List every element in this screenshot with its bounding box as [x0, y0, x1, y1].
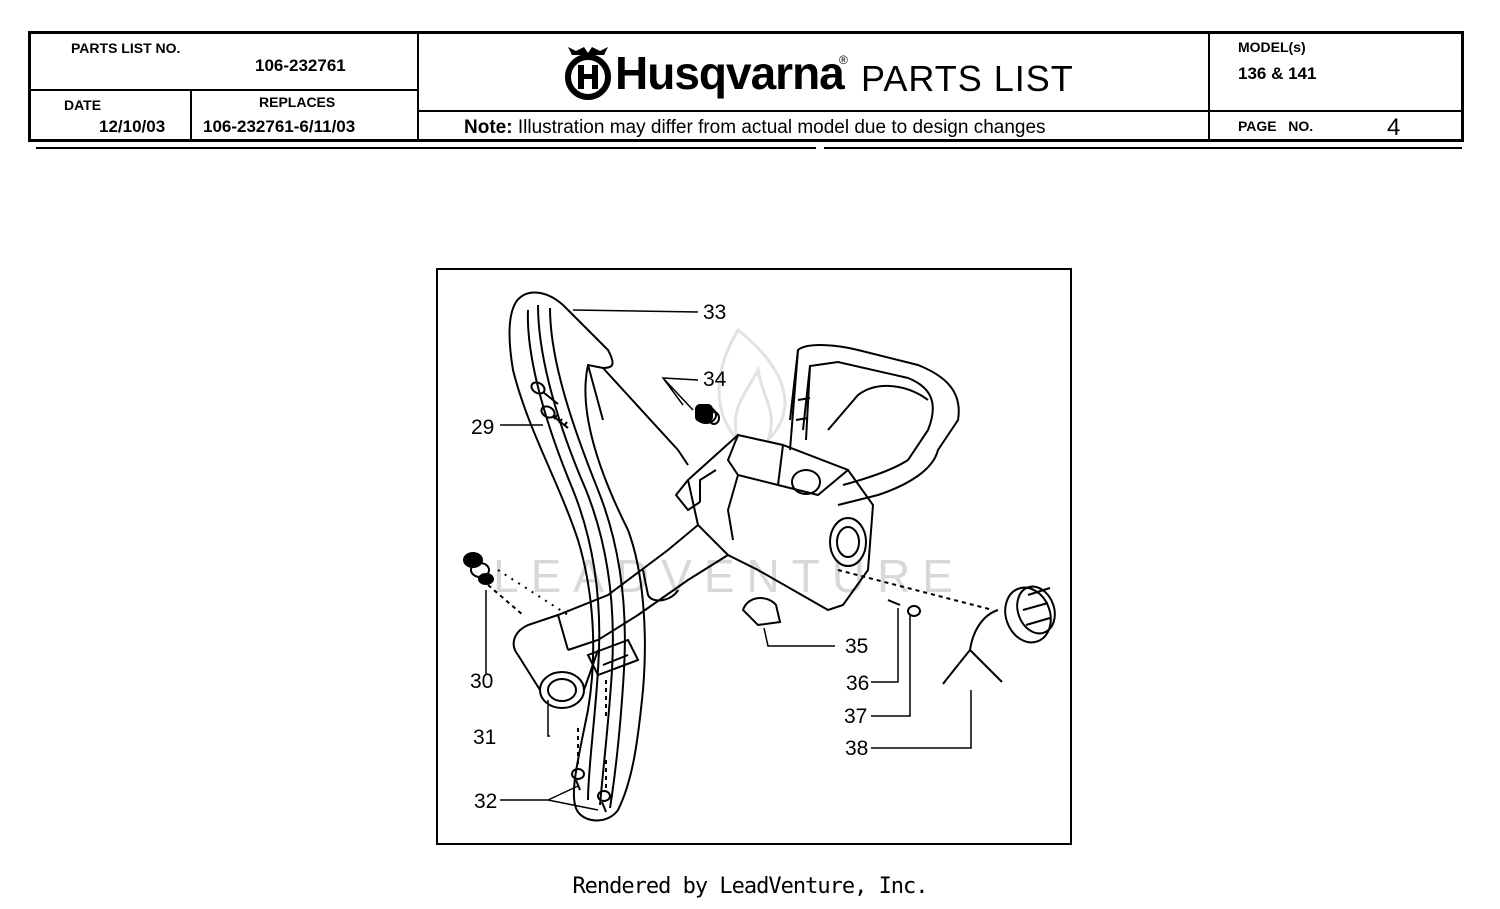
tank-housing-icon: [674, 433, 875, 612]
replaces-label: REPLACES: [259, 94, 336, 110]
watermark-text: LEADVENTURE: [493, 550, 965, 602]
parts-list-header: PARTS LIST NO. 106-232761 DATE 12/10/03 …: [28, 31, 1464, 142]
callout-29: 29: [471, 416, 494, 439]
rear-handle-icon: [789, 344, 960, 506]
buffer-30-icon: [463, 552, 524, 616]
parts-list-no-label: PARTS LIST NO.: [71, 40, 181, 56]
callout-30: 30: [470, 670, 493, 693]
date-label: DATE: [64, 97, 102, 113]
husqvarna-logo-icon: [565, 47, 611, 100]
header-underline: [36, 147, 1462, 149]
buffer-34-icon: [695, 404, 720, 425]
models-label: MODEL(s): [1238, 39, 1306, 55]
header-divider: [417, 34, 419, 139]
header-underline-gap: [816, 146, 824, 150]
callout-37: 37: [844, 705, 867, 728]
buffer-35-icon: [741, 597, 782, 627]
date-value: 12/10/03: [99, 117, 166, 136]
document-title: PARTS LIST: [861, 58, 1074, 99]
screw-32-icon: [497, 569, 611, 813]
replaces-value: 106-232761-6/11/03: [203, 117, 356, 136]
callout-36: 36: [846, 672, 869, 695]
callout-38: 38: [845, 737, 868, 760]
screw-36-37-icon: [887, 599, 921, 617]
diagram-drawing: LEADVENTURE: [463, 291, 1056, 822]
registered-mark: ®: [839, 53, 848, 67]
header-divider: [417, 110, 1461, 112]
fuel-cap-38-icon: [837, 569, 1056, 685]
note-text: Illustration may differ from actual mode…: [512, 117, 1046, 138]
callout-35: 35: [845, 635, 868, 658]
page-no-value: 4: [1387, 114, 1401, 141]
brand-name: Husqvarna: [615, 47, 845, 99]
callout-33: 33: [703, 301, 726, 324]
header-divider: [31, 89, 417, 91]
design-note: Note: Illustration may differ from actua…: [464, 117, 1046, 139]
callout-32: 32: [474, 790, 497, 813]
page-no-label: PAGE NO.: [1238, 118, 1314, 134]
callout-31: 31: [473, 726, 496, 749]
watermark-flame-icon: [717, 327, 787, 442]
screw-29-icon: [530, 381, 569, 429]
parts-diagram: LEADVENTURE: [436, 268, 1072, 845]
front-handle-bar-icon: [508, 291, 689, 822]
render-credit: Rendered by LeadVenture, Inc.: [572, 874, 928, 899]
header-divider: [1208, 34, 1210, 139]
callout-34: 34: [703, 368, 727, 391]
note-label: Note:: [464, 117, 513, 138]
callout-leaders: [485, 309, 972, 811]
parts-list-no: 106-232761: [255, 56, 346, 75]
header-divider: [190, 91, 192, 139]
models-value: 136 & 141: [1238, 64, 1317, 83]
